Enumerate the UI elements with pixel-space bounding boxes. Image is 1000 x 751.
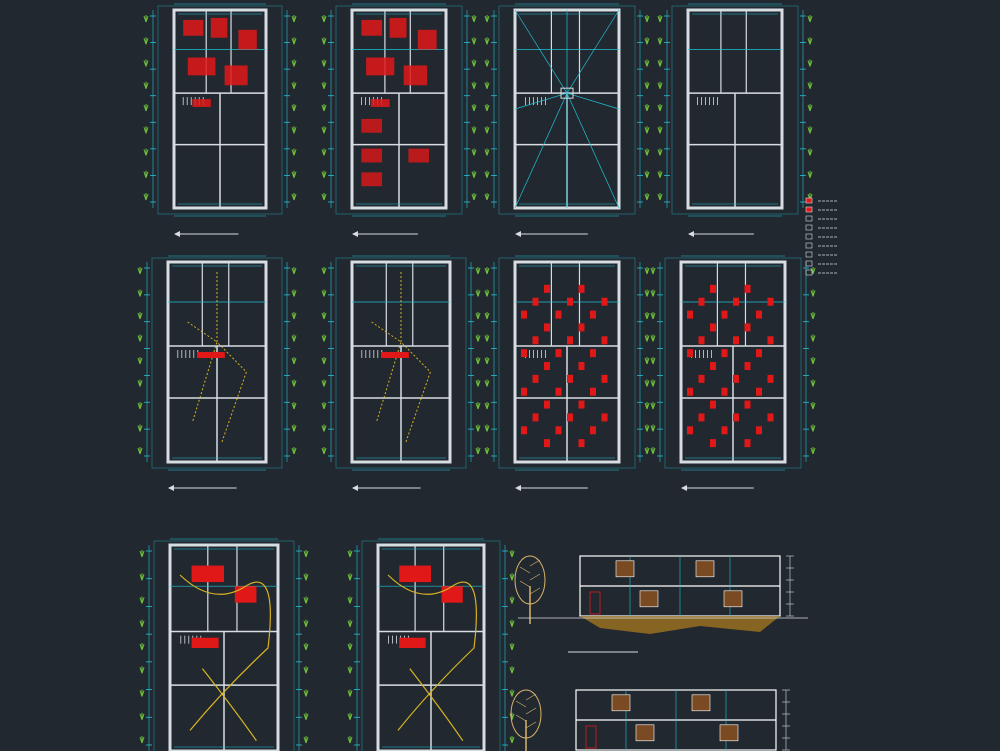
building-elevation-1: [514, 555, 808, 653]
floor-plan-sheet-6: [321, 255, 481, 491]
floor-plan-sheet-9: [139, 538, 309, 751]
floor-plan-sheet-4: [657, 3, 813, 237]
floor-plan-sheet-8: [650, 255, 816, 491]
building-elevation-2: [510, 689, 790, 751]
floor-plan-sheet-1: [143, 3, 297, 237]
floor-plan-sheet-3: [484, 3, 650, 237]
floor-plan-sheet-7: [484, 255, 650, 491]
symbol-legend: [805, 197, 838, 276]
floor-plan-sheet-2: [321, 3, 477, 237]
floor-plan-sheet-5: [137, 255, 297, 491]
floor-plan-sheet-10: [347, 538, 515, 751]
